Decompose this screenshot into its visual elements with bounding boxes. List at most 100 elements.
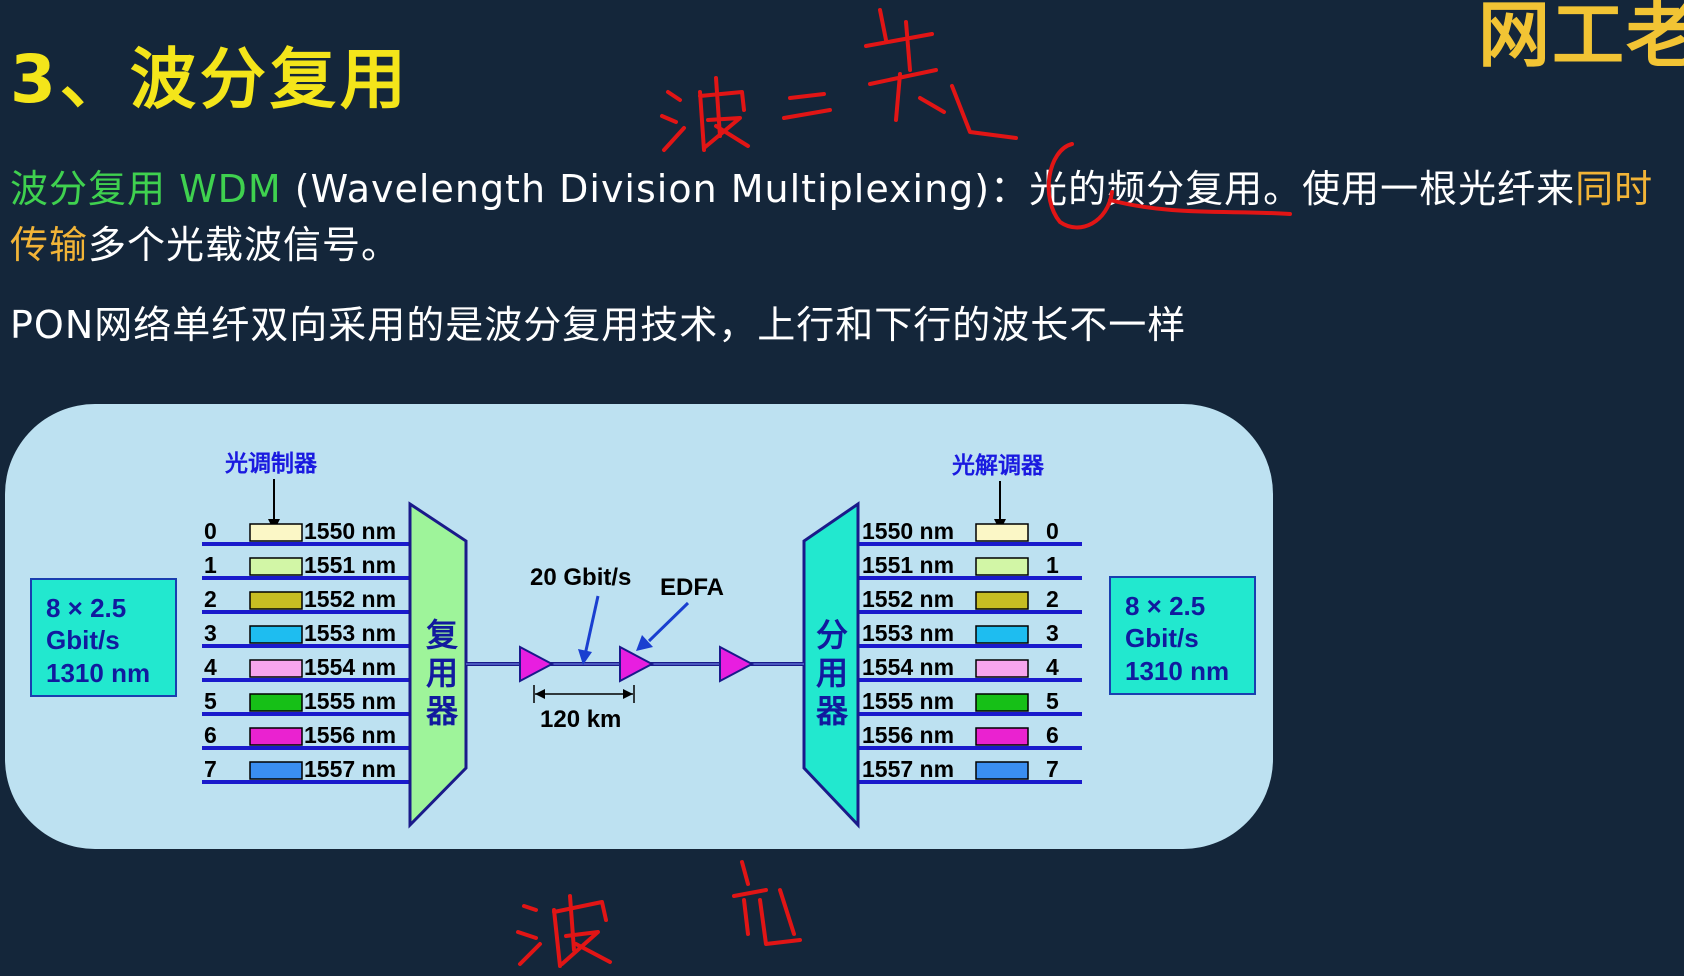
diagram-background — [5, 404, 1273, 849]
amplifier-3 — [719, 645, 755, 683]
left-channel-wavelength: 1554 nm — [304, 654, 396, 680]
ink-bottom-char-1b — [552, 894, 612, 968]
right-channel-wavelength: 1553 nm — [862, 620, 954, 646]
demodulator-block — [975, 523, 1029, 542]
wdm-abbr: (Wavelength Division Multiplexing)： — [294, 167, 1030, 211]
mux-char-1: 复 — [426, 617, 458, 653]
ink-top-char-1b — [698, 76, 750, 152]
brand-logo: 网工老 — [1478, 0, 1684, 77]
left-channel-wavelength: 1550 nm — [304, 518, 396, 544]
right-box-line-3: 1310 nm — [1125, 656, 1229, 686]
modulator-block — [249, 693, 303, 712]
right-channel-wavelength: 1555 nm — [862, 688, 954, 714]
left-channel-wavelength: 1551 nm — [304, 552, 396, 578]
left-rate-box — [30, 578, 177, 697]
wdm-definition: 波分复用 WDM (Wavelength Division Multiplexi… — [10, 158, 1653, 213]
left-channel-index: 6 — [204, 722, 217, 748]
right-channel-index: 6 — [1046, 722, 1059, 748]
demux-char-2: 用 — [816, 655, 848, 691]
ink-top-char-1a — [660, 90, 686, 152]
right-channel-wavelength: 1554 nm — [862, 654, 954, 680]
right-channel-group: 1550 nm 0 1551 nm 1 1552 nm 2 1553 nm 3 1554 nm 4… — [856, 518, 1082, 784]
left-channel-index: 0 — [204, 518, 217, 544]
right-channel-index: 7 — [1046, 756, 1059, 782]
demodulator-block — [975, 625, 1029, 644]
link-rate-pointer-head — [578, 649, 592, 665]
link-rate-pointer — [583, 595, 600, 656]
left-channel-wavelength: 1552 nm — [304, 586, 396, 612]
left-channel-wavelength: 1555 nm — [304, 688, 396, 714]
amplifier-1 — [519, 645, 555, 683]
left-box-line-1: 8 × 2.5 — [46, 593, 126, 623]
link-rate-label: 20 Gbit/s — [530, 564, 631, 591]
left-channel-index: 7 — [204, 756, 217, 782]
left-channel-wavelength: 1556 nm — [304, 722, 396, 748]
right-channel-wavelength: 1550 nm — [862, 518, 954, 544]
edfa-label: EDFA — [660, 574, 724, 601]
modulator-block — [249, 523, 303, 542]
mux-char-2: 用 — [426, 655, 458, 691]
demodulator-block — [975, 727, 1029, 746]
modulator-label: 光调制器 — [224, 450, 318, 476]
wdm-definition-cont: 传输多个光载波信号。 — [10, 214, 400, 269]
wdm-term: 波分复用 WDM — [10, 167, 282, 211]
right-rate-box — [1109, 576, 1256, 695]
wdm-desc-1: 光的频分复用。使用一根光纤来 — [1029, 167, 1576, 211]
left-box-line-2: Gbit/s — [46, 625, 120, 655]
distance-arrow-left — [535, 689, 545, 699]
left-channel-index: 3 — [204, 620, 217, 646]
demodulator-block — [975, 557, 1029, 576]
mux-char-3: 器 — [425, 693, 459, 729]
right-channel-wavelength: 1552 nm — [862, 586, 954, 612]
edfa-pointer — [647, 601, 690, 643]
left-channel-index: 2 — [204, 586, 217, 612]
left-box-line-3: 1310 nm — [46, 658, 150, 688]
left-channel-index: 5 — [204, 688, 217, 714]
right-channel-wavelength: 1551 nm — [862, 552, 954, 578]
wdm-diagram: 8 × 2.5 Gbit/s 1310 nm 8 × 2.5 Gbit/s 13… — [4, 403, 1274, 850]
demux-char-3: 器 — [815, 693, 849, 729]
demodulator-block — [975, 761, 1029, 780]
multiplexer — [408, 501, 468, 829]
left-channel-index: 1 — [204, 552, 217, 578]
demultiplexer — [802, 501, 860, 829]
modulator-block — [249, 761, 303, 780]
distance-arrow-right — [623, 689, 633, 699]
ink-bottom-char-1a — [516, 904, 542, 966]
pon-note: PON网络单纤双向采用的是波分复用技术，上行和下行的波长不一样 — [10, 303, 1187, 347]
page-title: 3、波分复用 — [10, 41, 410, 118]
right-channel-index: 4 — [1046, 654, 1059, 680]
demodulator-block — [975, 693, 1029, 712]
right-channel-index: 3 — [1046, 620, 1059, 646]
right-channel-wavelength: 1557 nm — [862, 756, 954, 782]
modulator-block — [249, 625, 303, 644]
demux-char-1: 分 — [816, 617, 848, 653]
right-channel-index: 5 — [1046, 688, 1059, 714]
right-box-line-1: 8 × 2.5 — [1125, 591, 1205, 621]
wdm-desc-2: 多个光载波信号。 — [88, 223, 401, 267]
demodulator-block — [975, 659, 1029, 678]
ink-equals — [782, 92, 832, 120]
right-channel-wavelength: 1556 nm — [862, 722, 954, 748]
right-channel-index: 0 — [1046, 518, 1059, 544]
modulator-block — [249, 659, 303, 678]
wdm-highlight-1: 同时 — [1575, 167, 1654, 211]
wdm-diagram-svg: 8 × 2.5 Gbit/s 1310 nm 8 × 2.5 Gbit/s 13… — [5, 404, 1273, 849]
edfa-pointer-head — [636, 635, 653, 651]
right-channel-index: 1 — [1046, 552, 1059, 578]
left-channel-wavelength: 1557 nm — [304, 756, 396, 782]
right-box-line-2: Gbit/s — [1125, 623, 1199, 653]
ink-top-char-2 — [864, 8, 1018, 140]
modulator-block — [249, 591, 303, 610]
modulator-block — [249, 727, 303, 746]
modulator-block — [249, 557, 303, 576]
demodulator-label: 光解调器 — [951, 452, 1045, 478]
right-channel-index: 2 — [1046, 586, 1059, 612]
demodulator-block — [975, 591, 1029, 610]
distance-label: 120 km — [540, 706, 621, 733]
left-channel-index: 4 — [204, 654, 217, 680]
amplifier-2 — [619, 645, 655, 683]
wdm-highlight-2: 传输 — [10, 223, 89, 267]
ink-bottom-char-2 — [732, 860, 802, 946]
